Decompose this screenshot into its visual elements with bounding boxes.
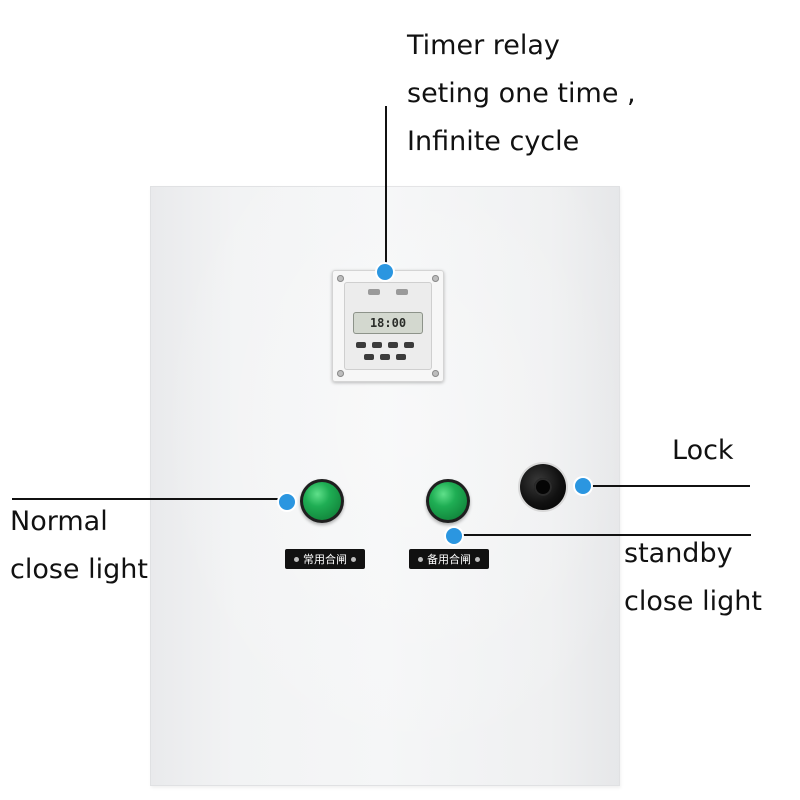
timer-button bbox=[372, 342, 382, 348]
standby-label-line-1: standby bbox=[624, 538, 733, 569]
rivet-icon bbox=[351, 556, 356, 562]
normal-plate-text: 常用合闸 bbox=[303, 553, 347, 566]
screw-icon bbox=[337, 275, 344, 282]
timer-callout-line bbox=[385, 106, 387, 272]
standby-nameplate: 备用合闸 bbox=[409, 549, 489, 569]
standby-label-line-2: close light bbox=[624, 586, 762, 617]
timer-relay: 18:00 bbox=[332, 270, 444, 382]
timer-label-line-2: seting one time , bbox=[407, 78, 636, 109]
timer-label-line-3: Infinite cycle bbox=[407, 126, 580, 157]
timer-button bbox=[356, 342, 366, 348]
standby-callout-line bbox=[458, 534, 751, 536]
timer-face: 18:00 bbox=[344, 282, 432, 370]
normal-label-line-2: close light bbox=[10, 554, 148, 585]
normal-nameplate: 常用合闸 bbox=[285, 549, 365, 569]
screw-icon bbox=[432, 370, 439, 377]
standby-close-light bbox=[426, 479, 470, 523]
timer-cover-tab bbox=[396, 289, 408, 295]
rivet-icon bbox=[294, 556, 299, 562]
rivet-icon bbox=[475, 556, 480, 562]
screw-icon bbox=[432, 275, 439, 282]
normal-label-line-1: Normal bbox=[10, 506, 108, 537]
normal-callout-line bbox=[12, 498, 282, 500]
lock-callout-line bbox=[590, 485, 750, 487]
timer-button bbox=[404, 342, 414, 348]
timer-button bbox=[380, 354, 390, 360]
timer-label-line-1: Timer relay bbox=[407, 30, 560, 61]
timer-button bbox=[396, 354, 406, 360]
green-lens bbox=[303, 482, 341, 520]
screw-icon bbox=[337, 370, 344, 377]
timer-marker-dot bbox=[377, 264, 393, 280]
lock-marker-dot bbox=[575, 478, 591, 494]
normal-marker-dot bbox=[279, 494, 295, 510]
rivet-icon bbox=[418, 556, 423, 562]
standby-marker-dot bbox=[446, 528, 462, 544]
green-lens bbox=[429, 482, 467, 520]
timer-cover-tab bbox=[368, 289, 380, 295]
lock-label: Lock bbox=[672, 435, 734, 466]
timer-lcd-display: 18:00 bbox=[353, 312, 423, 334]
cabinet-lock bbox=[520, 464, 566, 510]
standby-plate-text: 备用合闸 bbox=[427, 553, 471, 566]
keyhole-icon bbox=[534, 478, 552, 496]
normal-close-light bbox=[300, 479, 344, 523]
timer-button bbox=[388, 342, 398, 348]
timer-button bbox=[364, 354, 374, 360]
